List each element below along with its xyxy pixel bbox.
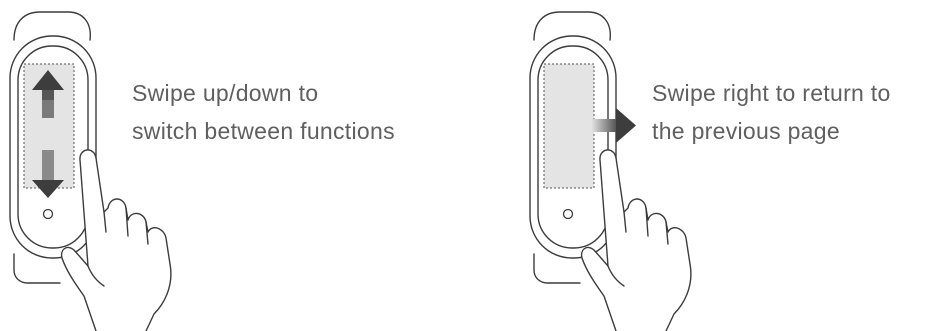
home-button-icon — [44, 210, 53, 219]
pointing-hand-icon — [62, 150, 171, 331]
caption-line-2: the previous page — [652, 112, 891, 150]
band-swipe-right-illustration — [472, 0, 945, 331]
screen-area — [544, 64, 594, 188]
swipe-vertical-panel: Swipe up/down to switch between function… — [0, 0, 472, 331]
arrow-right-icon — [592, 108, 636, 143]
swipe-right-panel: Swipe right to return to the previous pa… — [472, 0, 945, 331]
caption-line-1: Swipe up/down to — [132, 74, 395, 112]
caption-line-2: switch between functions — [132, 112, 395, 150]
instruction-caption-vertical: Swipe up/down to switch between function… — [132, 74, 395, 150]
band-swipe-vertical-illustration — [0, 0, 472, 331]
caption-line-1: Swipe right to return to — [652, 74, 891, 112]
pointing-hand-icon — [582, 150, 691, 331]
home-button-icon — [564, 210, 573, 219]
instruction-caption-right: Swipe right to return to the previous pa… — [652, 74, 891, 150]
